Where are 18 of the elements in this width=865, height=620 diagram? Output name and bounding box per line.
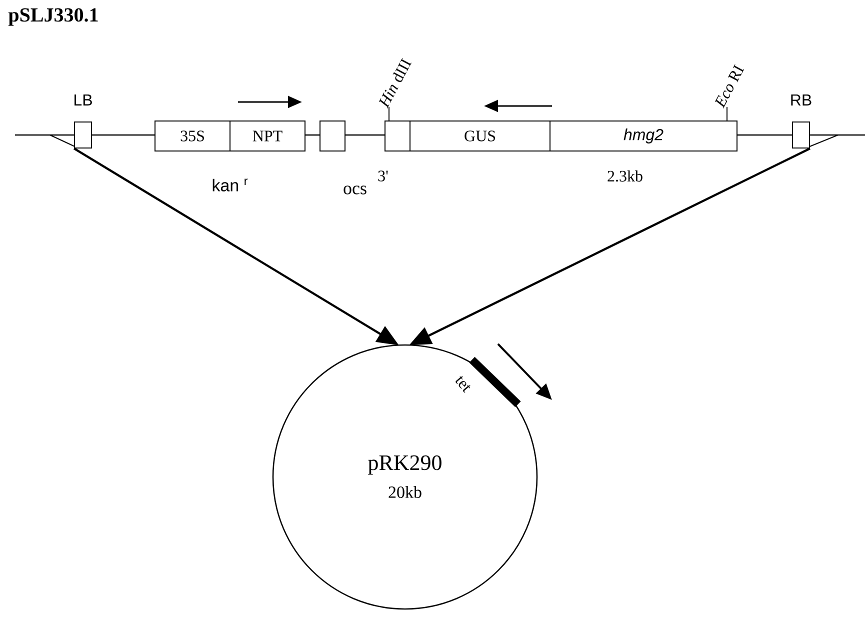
label-text: Eco RI <box>714 64 744 108</box>
gene-box <box>320 120 346 152</box>
gene-box <box>384 120 410 152</box>
label-text: 2.3kb <box>608 170 642 182</box>
label-text: 3' <box>378 170 388 182</box>
gene-box: 35S <box>154 120 230 152</box>
node-label: RB <box>791 94 812 106</box>
label-text: ocs <box>344 186 366 194</box>
border-box: RB <box>791 94 812 148</box>
node-label: tet <box>456 376 470 393</box>
gene-bar: tet <box>456 356 521 408</box>
title: pSLJ330.1 <box>8 8 98 26</box>
node-label: LB <box>74 94 92 106</box>
gene-box: NPT <box>230 120 306 152</box>
border-box: LB <box>74 94 92 148</box>
gene-box: hmg2 <box>550 120 738 152</box>
label-text: kan $^{r}$ <box>212 178 248 192</box>
label-text: Hin dIII <box>378 58 412 108</box>
